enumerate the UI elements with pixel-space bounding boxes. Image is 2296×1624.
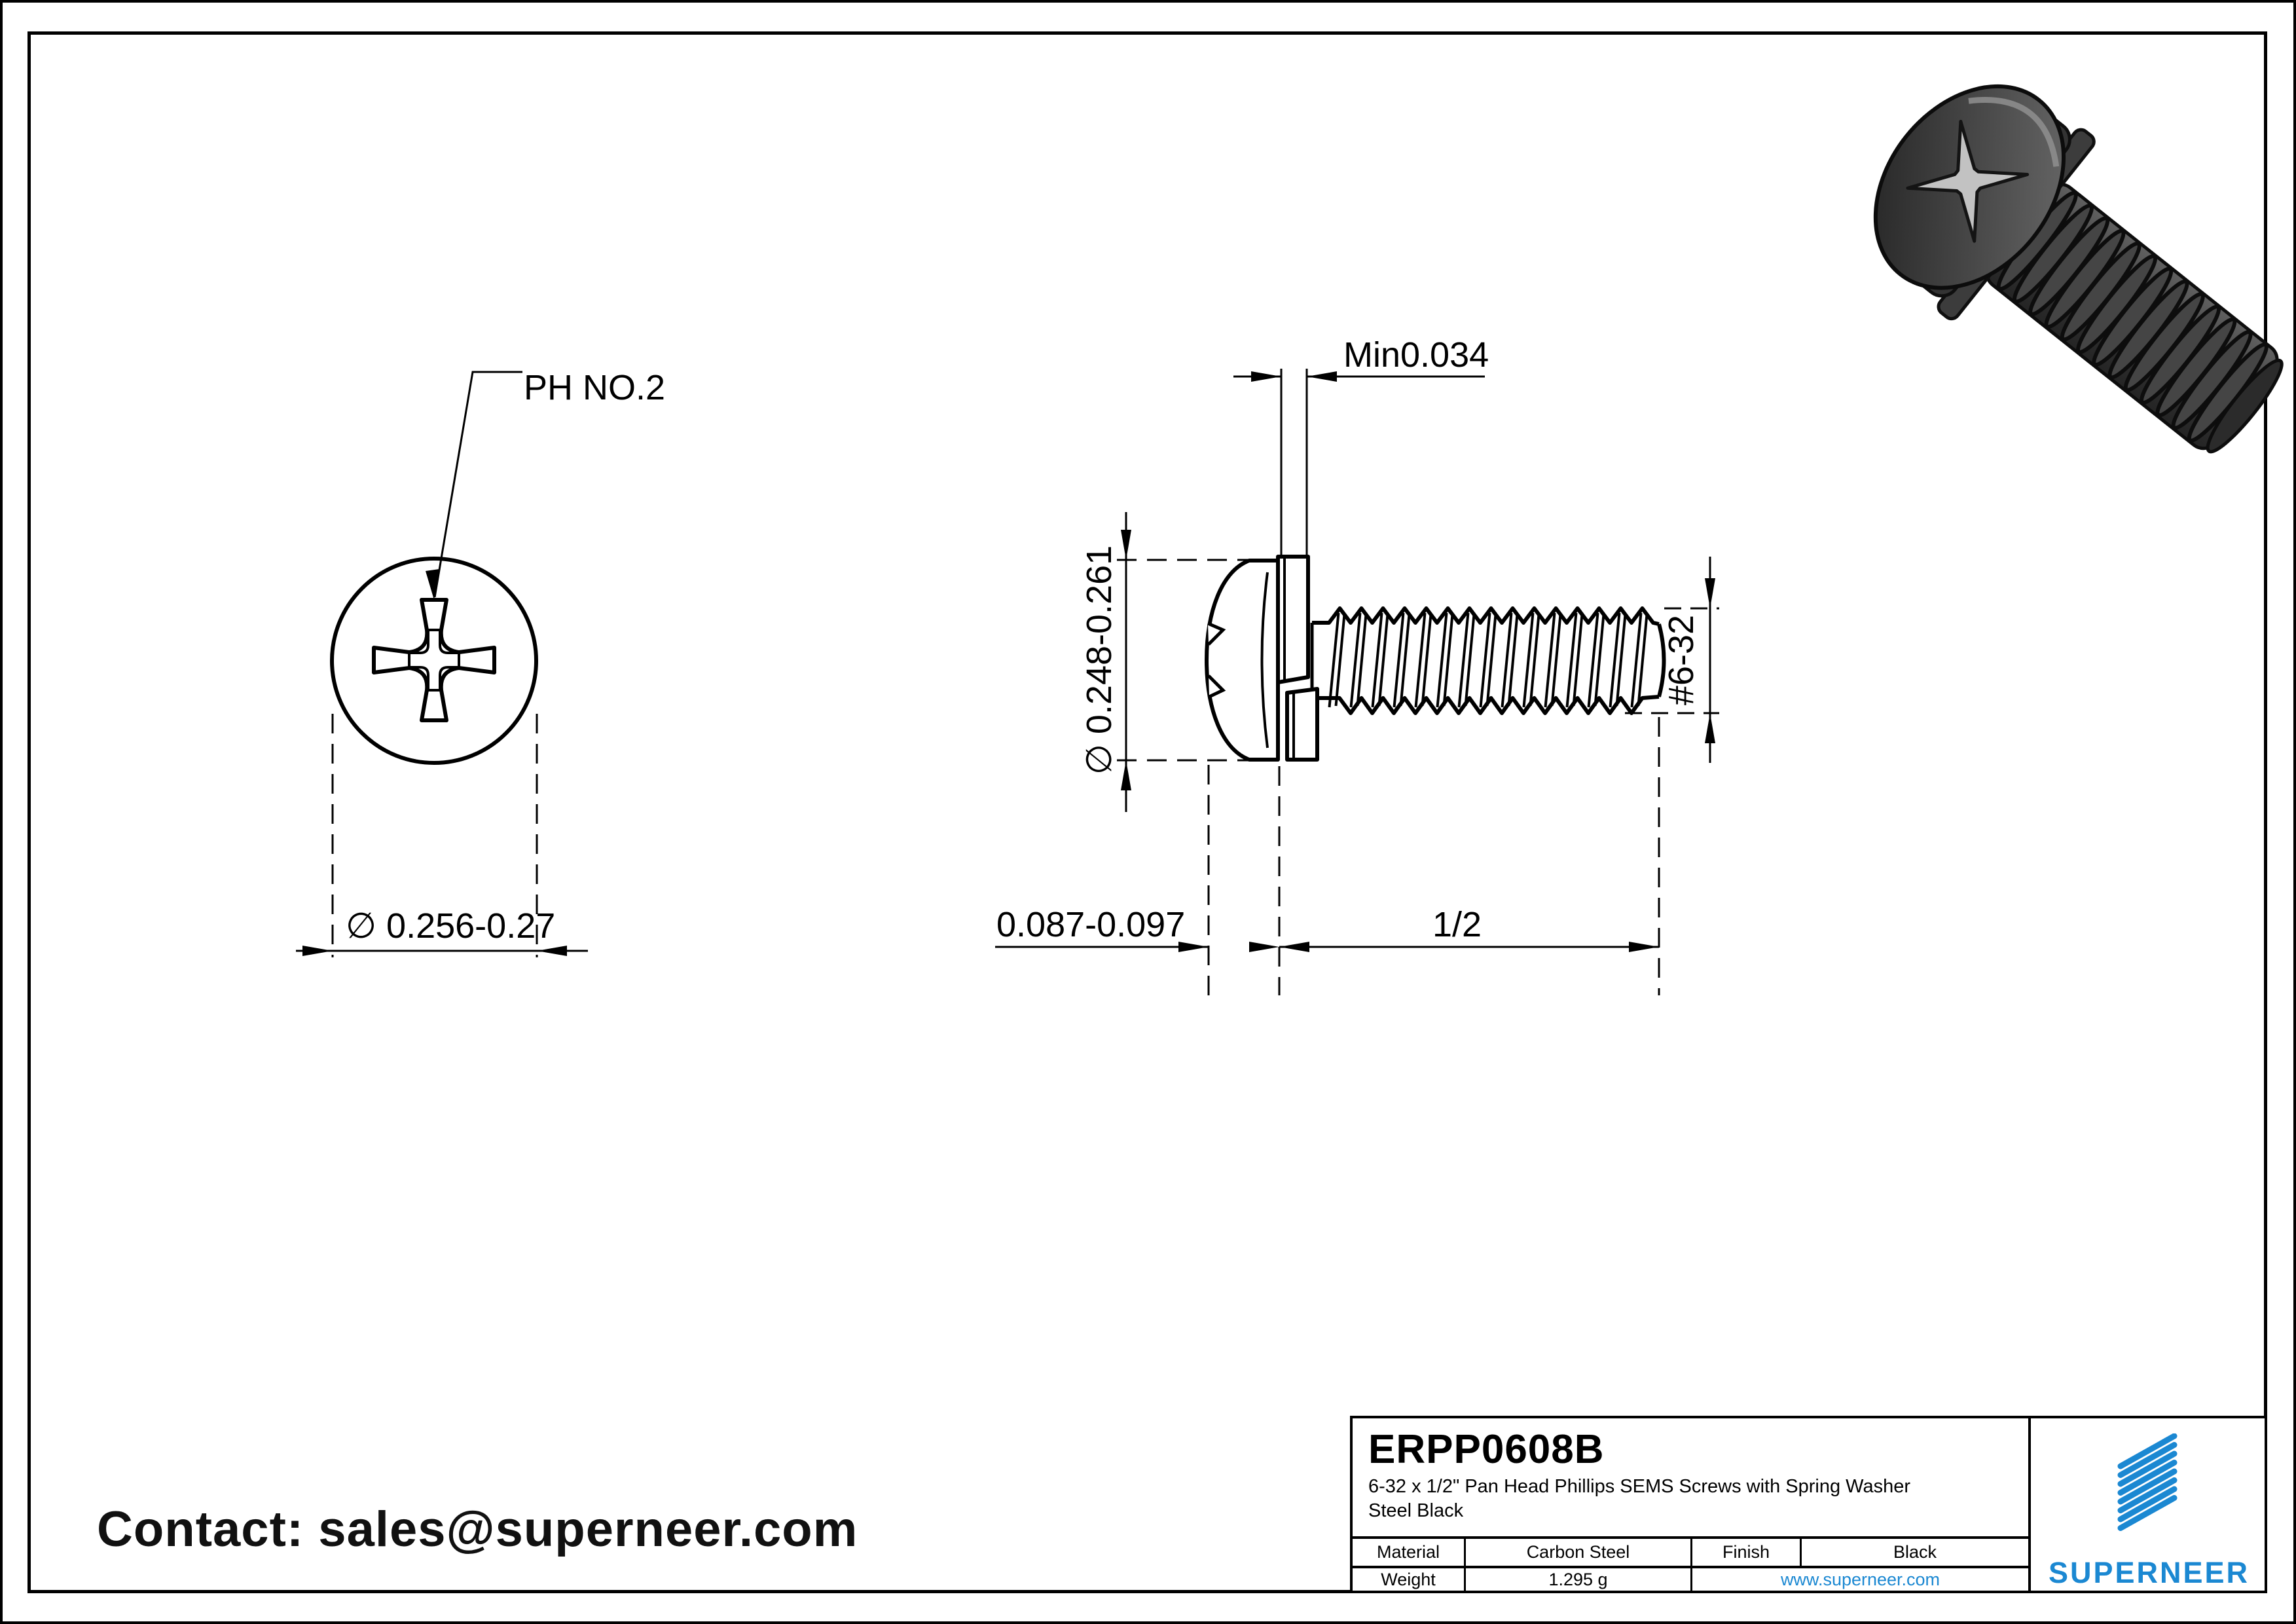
washer-extension-lines: [1280, 369, 1308, 555]
dim-arrow: [1705, 713, 1715, 743]
bottom-extension-lines: [1207, 717, 1660, 995]
leader-arrowhead: [426, 569, 439, 600]
drawing-frame: [27, 31, 2267, 1593]
washer-thickness-text: Min0.034: [1343, 335, 1489, 375]
superneer-logo-cell: SUPERNEER: [2028, 1418, 2270, 1591]
screw-3d-render: [1873, 84, 2284, 454]
dim-arrow: [1249, 942, 1279, 952]
dim-arrow: [1251, 371, 1281, 382]
titleblock-divider: [1464, 1536, 1466, 1591]
recess-side-notch-upper: [1207, 621, 1226, 646]
dim-arrow: [1121, 760, 1131, 790]
recess-side-notch-lower: [1207, 674, 1226, 699]
head-inner-arc: [1260, 572, 1269, 748]
part-description: 6-32 x 1/2" Pan Head Phillips SEMS Screw…: [1368, 1476, 1911, 1522]
screw-3d-tip: [2206, 358, 2284, 454]
recess-leader-line: [433, 371, 522, 598]
part-number: ERPP0608B: [1368, 1427, 1605, 1472]
dim-arrow: [1705, 578, 1715, 608]
title-block: ERPP0608B 6-32 x 1/2" Pan Head Phillips …: [1350, 1416, 2267, 1593]
dim-arrow: [1279, 942, 1309, 952]
thread-dia-extension-lines: [1625, 607, 1719, 714]
titleblock-divider: [1800, 1536, 1802, 1568]
front-view: PH NO.2 ∅ 0.256-0.27: [296, 368, 665, 957]
head-height-text: 0.087-0.097: [996, 905, 1185, 944]
finish-value: Black: [1893, 1542, 1937, 1562]
spring-washer-lower: [1285, 687, 1319, 762]
finish-label: Finish: [1722, 1542, 1770, 1562]
titleblock-divider: [2028, 1418, 2031, 1591]
head-dia-extension-lines: [1117, 559, 1277, 762]
thread-end-face: [1657, 623, 1666, 697]
recess-label: PH NO.2: [524, 368, 665, 407]
spring-washer-upper: [1276, 555, 1310, 684]
dim-arrow: [1121, 530, 1131, 560]
thread-size-text: #6-32: [1662, 615, 1701, 705]
dim-arrow: [302, 946, 333, 956]
dim-arrow: [537, 946, 567, 956]
screw-3d-phillips-star: [1906, 120, 2030, 243]
front-extension-lines: [331, 714, 538, 957]
dim-arrow: [1307, 371, 1337, 382]
material-label: Material: [1376, 1542, 1440, 1562]
thread-bottom-profile: [1312, 695, 1660, 715]
phillips-recess-outer: [372, 598, 496, 722]
side-view: Min0.034 ∅ 0.248-0.261 #6-32 0.087-0.097…: [995, 335, 1719, 995]
phillips-recess-inner: [408, 629, 460, 692]
thread-top-profile: [1312, 606, 1660, 626]
website-link[interactable]: www.superneer.com: [1780, 1569, 1941, 1589]
pan-head-profile: [1205, 559, 1280, 762]
dim-arrow: [1178, 942, 1209, 952]
weight-label: Weight: [1381, 1569, 1436, 1589]
contact-line: Contact: sales@superneer.com: [97, 1502, 858, 1557]
screw-3d-highlight: [1968, 97, 2060, 167]
weight-value: 1.295 g: [1548, 1569, 1608, 1589]
superneer-logo-mark: [2117, 1433, 2178, 1531]
screw-3d-threads: [1996, 191, 2269, 443]
length-text: 1/2: [1432, 905, 1482, 944]
head-diameter-text: ∅ 0.248-0.261: [1080, 545, 1119, 775]
titleblock-divider: [1690, 1536, 1692, 1591]
front-diameter-text: ∅ 0.256-0.27: [346, 906, 555, 946]
superneer-logo-text: SUPERNEER: [2048, 1556, 2250, 1589]
thread-helix-lines: [1328, 612, 1649, 708]
material-value: Carbon Steel: [1526, 1542, 1630, 1562]
dim-arrow: [1629, 942, 1659, 952]
